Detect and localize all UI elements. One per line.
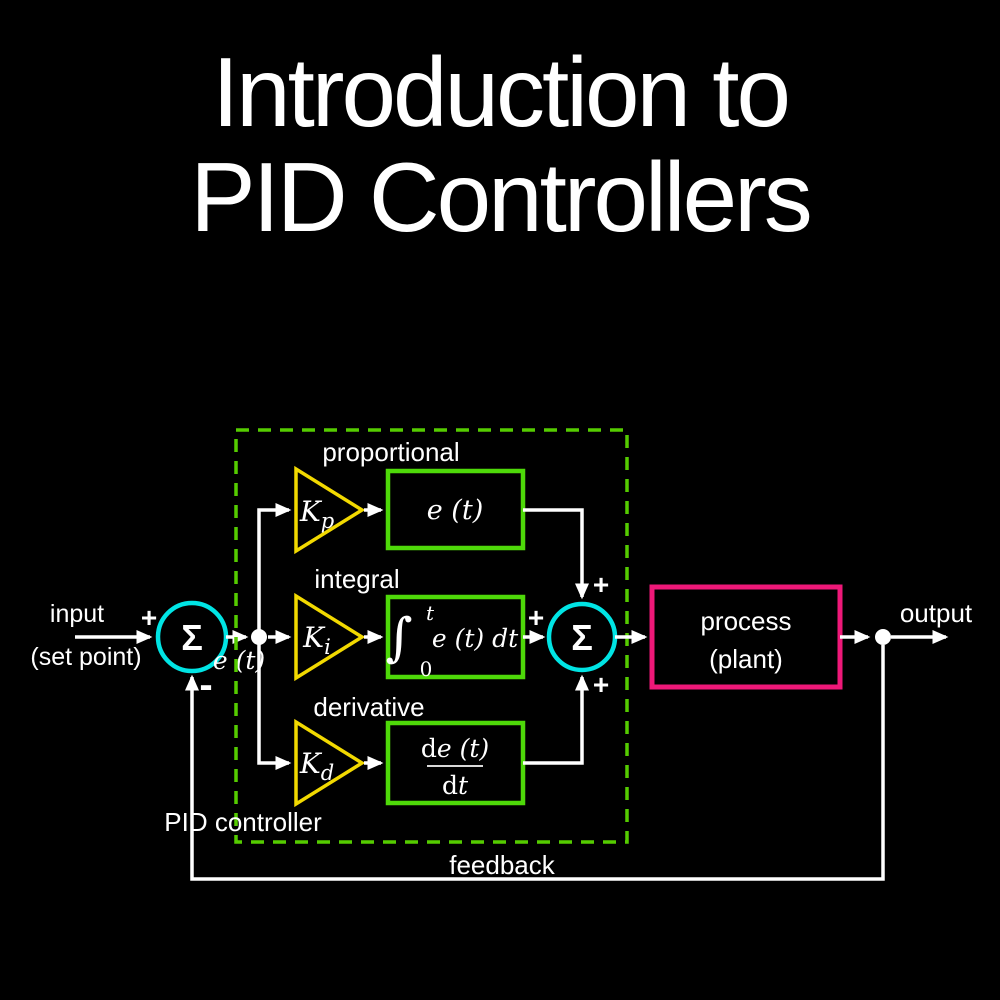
gain-kp-triangle: [294, 465, 366, 555]
sum2-plus-top: +: [593, 569, 609, 600]
summing-junction-2-sigma: Σ: [571, 617, 593, 658]
integral-lower-limit: 0: [420, 657, 433, 681]
input-plus-sign: +: [141, 602, 157, 633]
output-node-dot: [875, 629, 891, 645]
feedback-wire: [184, 645, 885, 881]
input-label-line1: input: [50, 600, 104, 628]
term-to-sum-routes: + + +: [523, 508, 609, 765]
gain-to-box-arrows: [364, 502, 384, 771]
input-label-line2: (set point): [30, 643, 141, 671]
output-label: output: [900, 598, 973, 628]
gain-ki-label: Ki: [302, 621, 331, 659]
gain-triangles: Kp Ki Kd: [294, 465, 366, 808]
pid-controller-label: PID controller: [164, 807, 322, 837]
feedback-label: feedback: [449, 850, 556, 880]
process-label-line2: (plant): [709, 644, 783, 674]
summing-junction-1: Σ -: [155, 600, 229, 707]
page-title: Introduction to PID Controllers: [0, 40, 1000, 250]
branch-arm-proportional: [257, 502, 292, 630]
proportional-to-sum-wire: [523, 508, 590, 600]
gain-kd-triangle: [294, 718, 366, 808]
summing-junction-1-sigma: Σ: [181, 617, 203, 658]
branch-node-dot: [251, 629, 267, 645]
derivative-numerator: de (t): [421, 734, 489, 763]
gain-kd-label: Kd: [299, 747, 334, 785]
sum2-plus-left: +: [528, 602, 544, 633]
proportional-branch-label: proportional: [322, 437, 459, 467]
error-signal-label: e (t): [213, 646, 265, 675]
derivative-branch-label: derivative: [313, 692, 424, 722]
branch-arms: [257, 502, 292, 771]
output-section: output: [840, 598, 973, 645]
integral-term-expr: e (t) dt: [432, 624, 519, 653]
process-label-line1: process: [700, 606, 791, 636]
integral-branch-label: integral: [314, 564, 399, 594]
summing-junction-2: Σ: [546, 601, 618, 673]
integral-upper-limit: t: [426, 601, 435, 625]
proportional-term-expr: e (t): [427, 495, 483, 526]
gain-ki-triangle: [294, 592, 366, 682]
sum2-plus-bottom: +: [593, 669, 609, 700]
page-title-line2: PID Controllers: [190, 142, 812, 252]
page-title-line1: Introduction to: [211, 37, 791, 147]
feedback-section: feedback: [184, 645, 885, 881]
derivative-to-sum-wire: [523, 674, 590, 765]
proportional-term-box: [385, 468, 526, 551]
feedback-minus-sign: -: [199, 663, 212, 707]
derivative-denominator: dt: [442, 771, 469, 800]
integral-sign: ∫: [385, 608, 412, 668]
process-section: process (plant): [615, 584, 843, 690]
gain-kp-label: Kp: [299, 495, 334, 533]
input-section: input (set point) +: [30, 600, 157, 671]
process-box: [649, 584, 843, 690]
term-boxes: e (t) ∫ t 0 e (t) dt de (t) dt: [385, 468, 526, 806]
branch-arm-derivative: [257, 644, 292, 771]
